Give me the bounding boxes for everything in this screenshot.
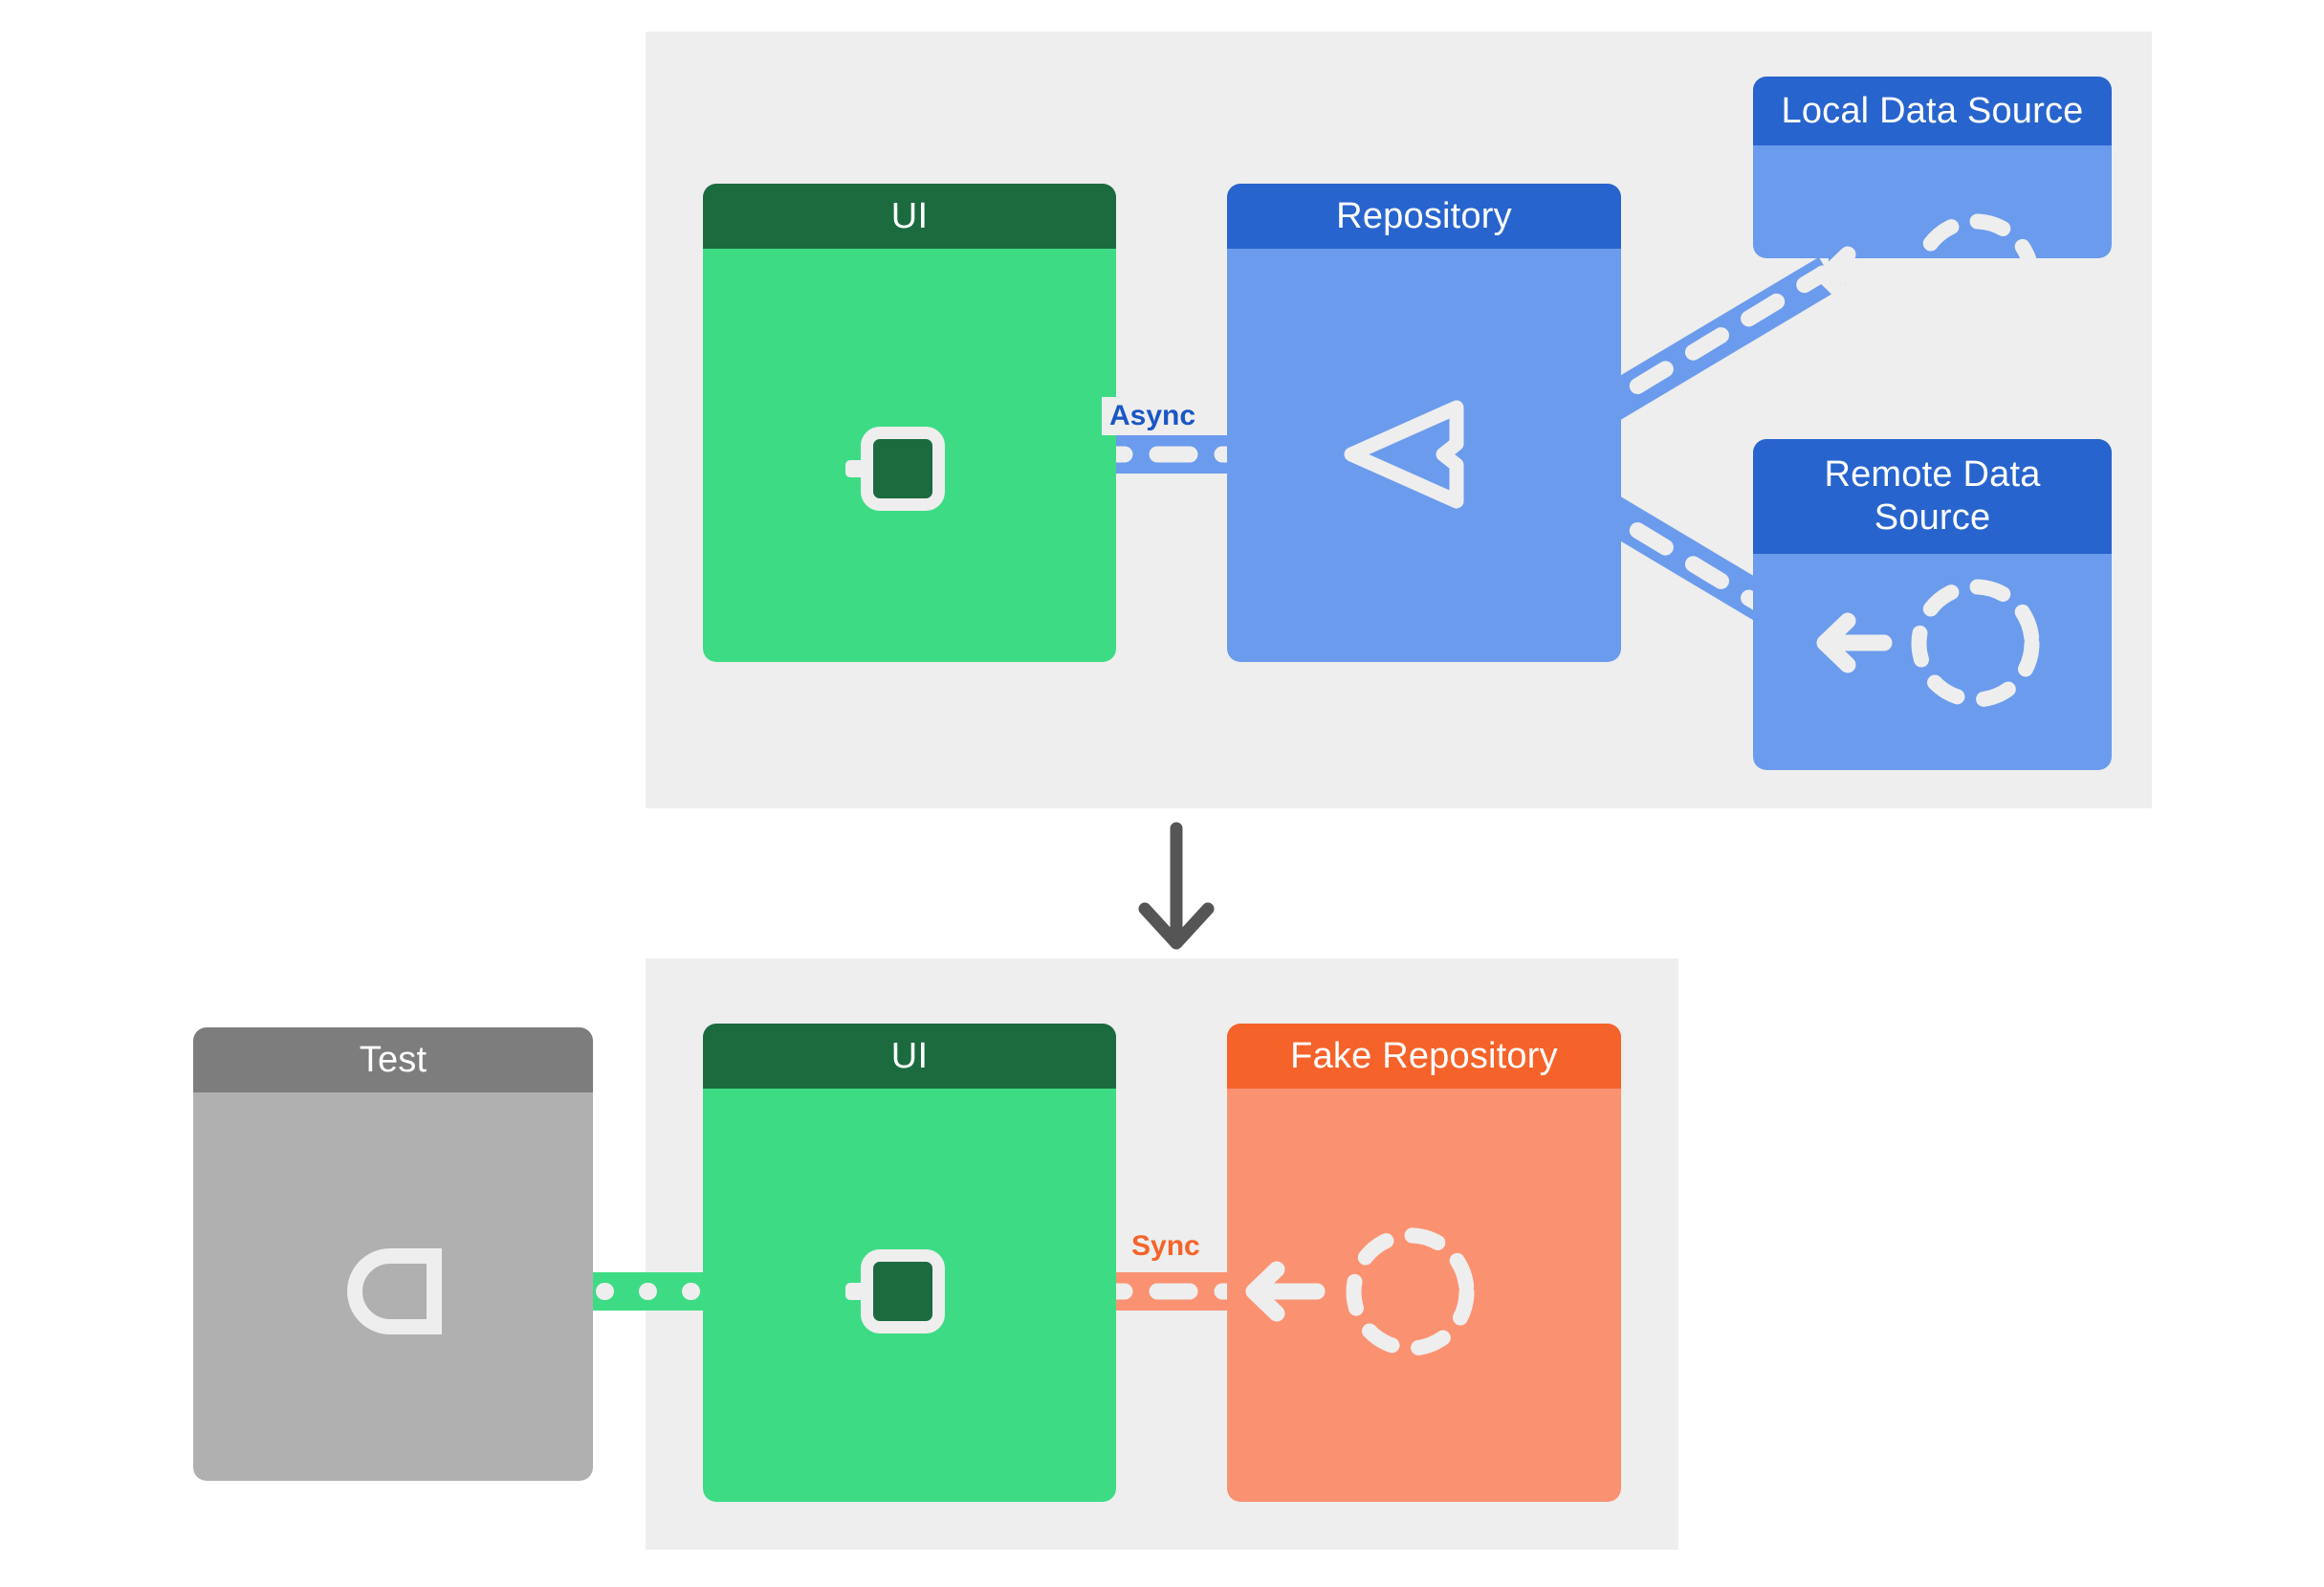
fake-repository-card-title: Fake Repository: [1227, 1024, 1621, 1089]
remote-data-source-body: [1753, 554, 2112, 770]
ui-card-production[interactable]: UI: [703, 184, 1116, 662]
test-card-body: [193, 1092, 593, 1481]
local-data-source-card[interactable]: Local Data Source: [1753, 77, 2112, 258]
repository-card[interactable]: Repository: [1227, 184, 1621, 662]
remote-data-source-title: Remote Data Source: [1753, 439, 2112, 554]
local-data-source-arrow-icon: [1816, 246, 1893, 307]
fake-repository-arrow-icon: [1245, 1261, 1326, 1322]
remote-data-source-dashed-circle-icon: [1911, 579, 2040, 708]
local-data-source-title: Local Data Source: [1753, 77, 2112, 145]
ui-plug-connector-production[interactable]: [861, 427, 945, 511]
remote-data-source-title-line1: Remote Data: [1824, 454, 2041, 496]
ui-plug-connector-test[interactable]: [861, 1249, 945, 1334]
ui-plug-nub-production: [845, 460, 866, 477]
remote-data-source-card[interactable]: Remote Data Source: [1753, 439, 2112, 770]
repository-card-title: Repository: [1227, 184, 1621, 249]
remote-data-source-arrow-icon: [1816, 612, 1893, 673]
ui-card-title: UI: [703, 184, 1116, 249]
test-socket-d-icon[interactable]: [346, 1248, 442, 1334]
test-card[interactable]: Test: [193, 1027, 593, 1481]
sync-label: Sync: [1124, 1227, 1208, 1266]
ui-plug-nub-test: [845, 1283, 866, 1300]
async-label: Async: [1102, 397, 1204, 435]
flow-down-arrow-icon: [1138, 822, 1215, 950]
repository-socket-triangle-icon: [1344, 400, 1464, 509]
remote-data-source-title-line2: Source: [1874, 497, 1991, 538]
test-card-title: Test: [193, 1027, 593, 1092]
local-data-source-dashed-circle-icon: [1911, 213, 2040, 342]
fake-repository-dashed-circle-icon: [1346, 1227, 1475, 1356]
ui-card-test-title: UI: [703, 1024, 1116, 1089]
repository-card-body: [1227, 249, 1621, 662]
